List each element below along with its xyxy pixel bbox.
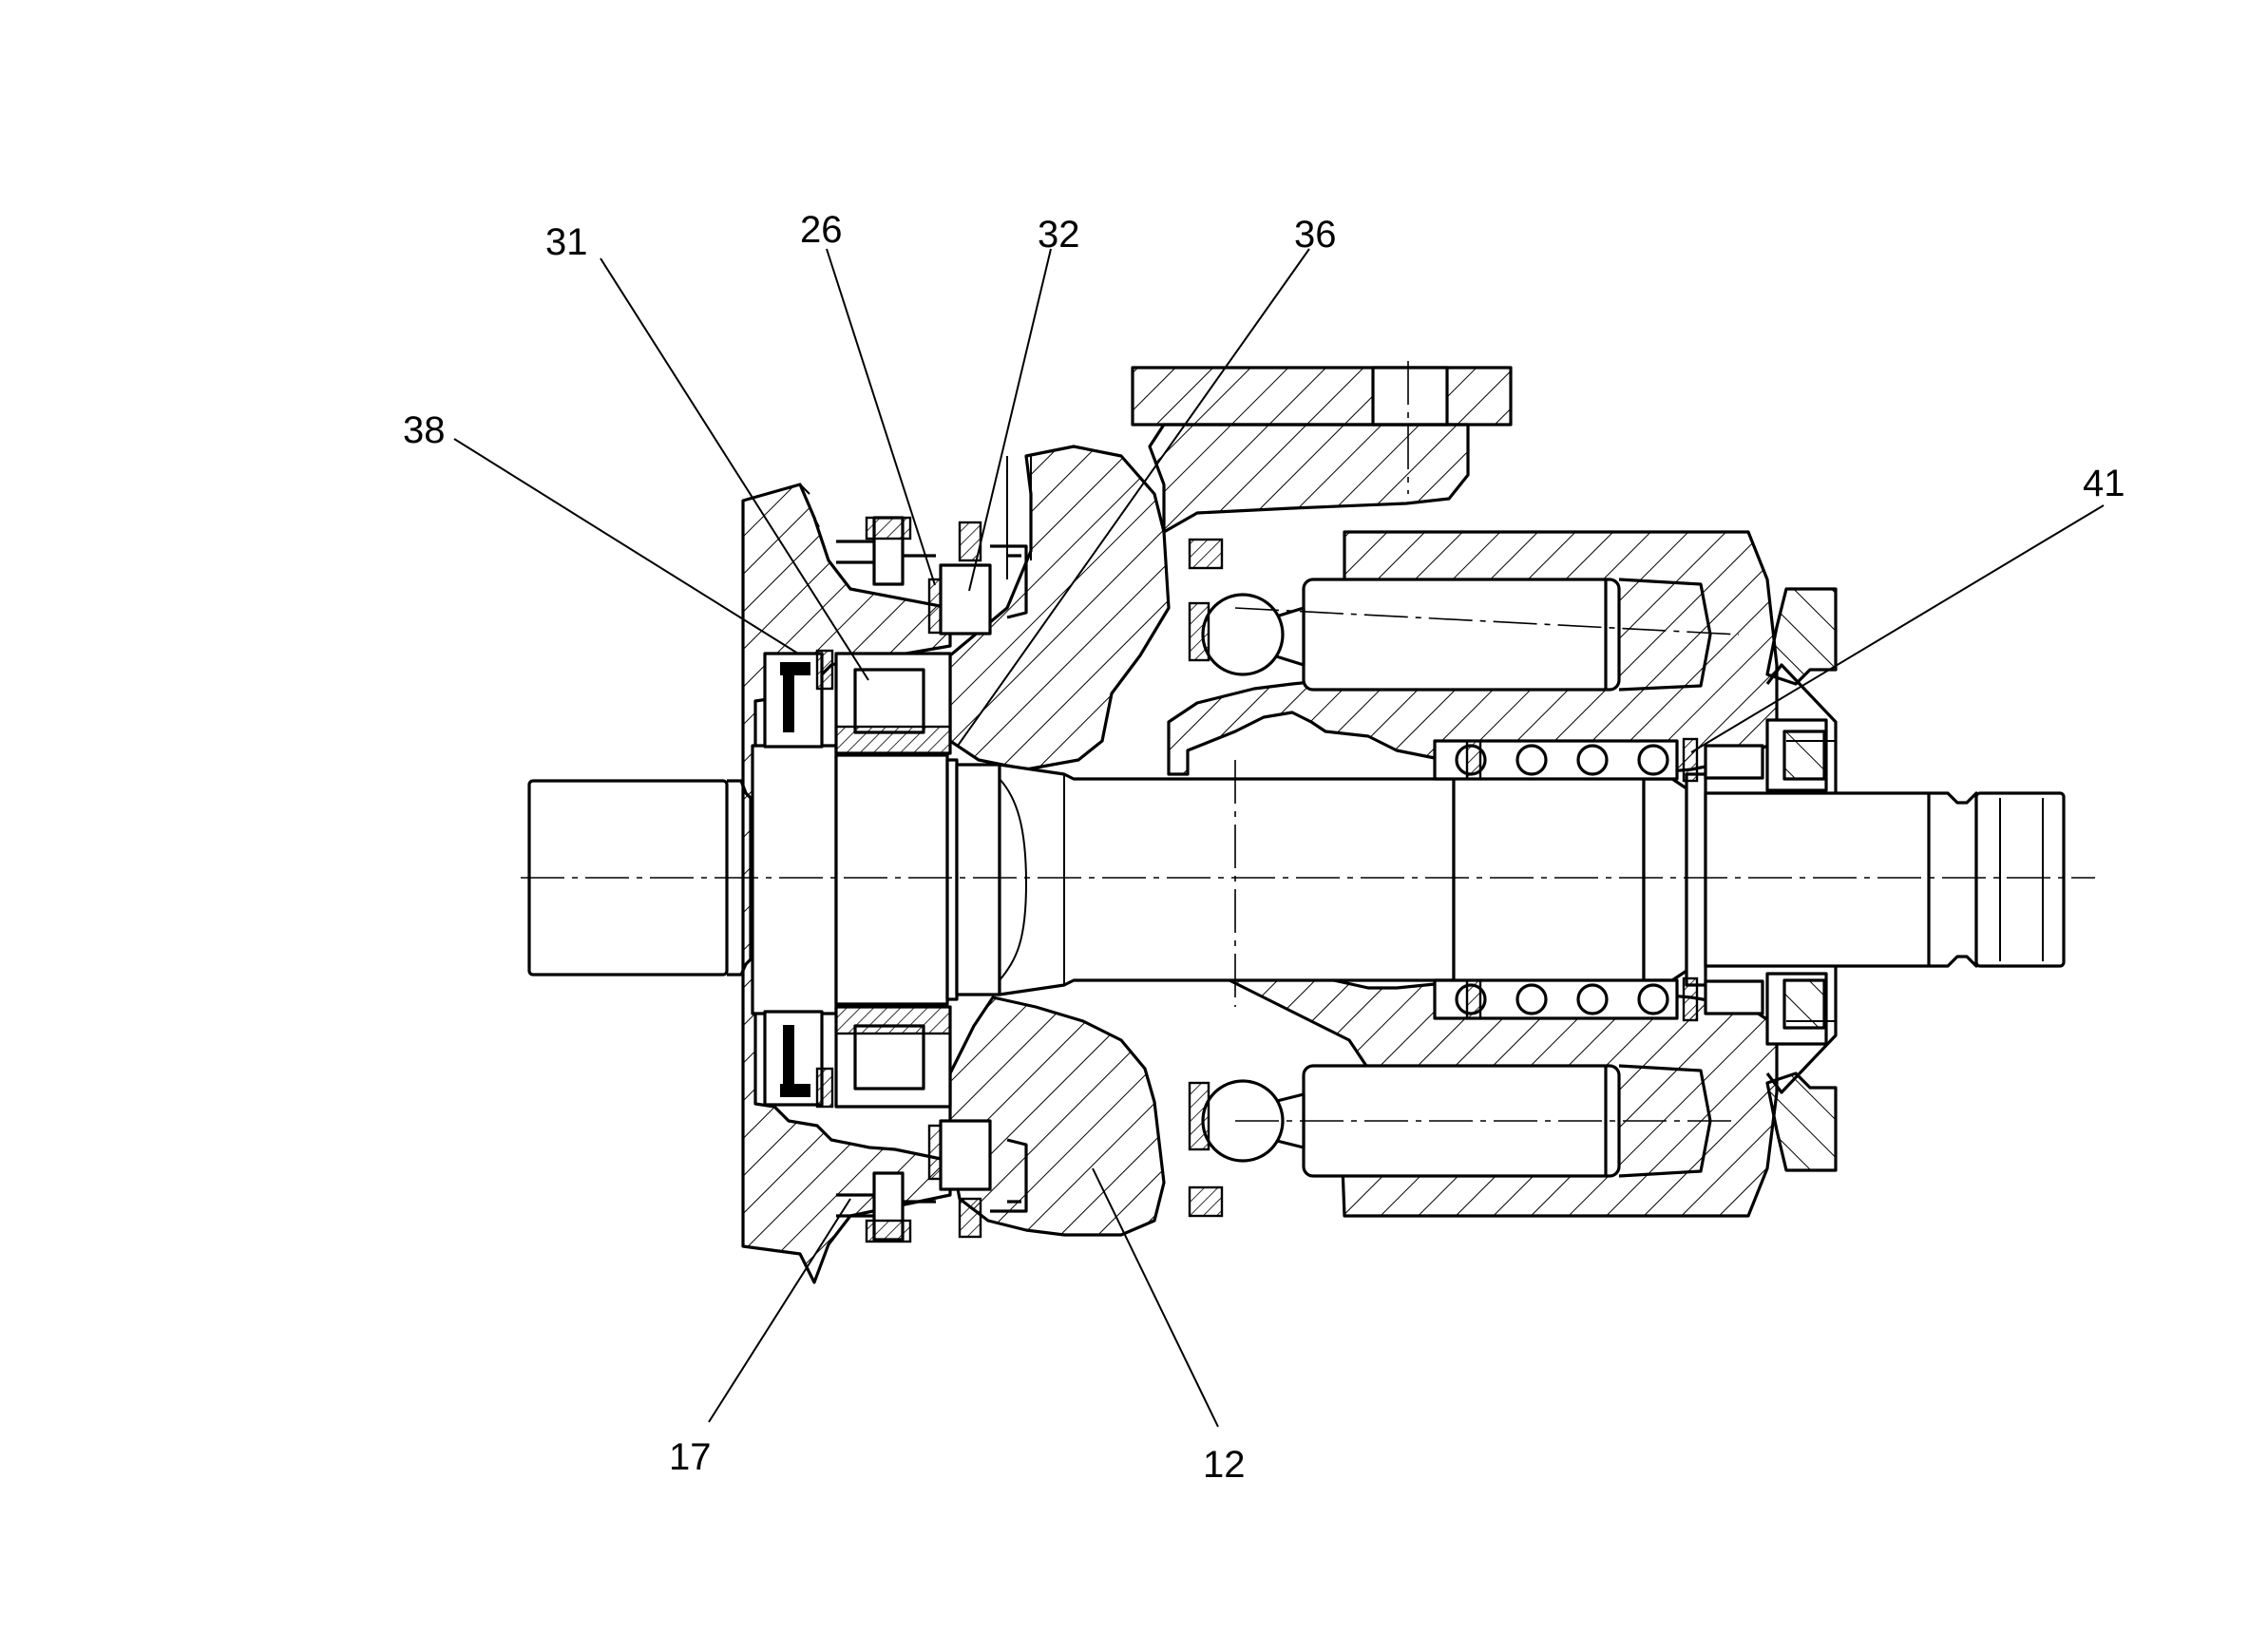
housing-upper	[948, 445, 1171, 771]
callout-12: 12	[1203, 1444, 1246, 1486]
centering-spring	[1433, 737, 1699, 1022]
callout-31: 31	[545, 221, 588, 263]
top-mounting-ear	[1131, 366, 1513, 534]
drive-shaft	[527, 744, 2066, 1015]
housing-lower	[948, 996, 1166, 1237]
callout-26: 26	[800, 209, 843, 251]
callout-36: 36	[1294, 214, 1337, 256]
leader-26	[826, 248, 936, 586]
leader-32	[968, 248, 1052, 592]
retainer-plates	[1188, 538, 1224, 1218]
leader-38	[453, 438, 799, 654]
upper-bolt-assembly	[836, 516, 1028, 635]
lower-bolt-assembly	[836, 1119, 1028, 1243]
callout-38: 38	[403, 409, 446, 451]
callout-17: 17	[669, 1436, 712, 1478]
callout-32: 32	[1038, 214, 1080, 256]
front-bearing	[834, 652, 952, 1109]
leader-31	[600, 257, 869, 681]
leader-36	[957, 248, 1310, 747]
rear-bearing	[1704, 730, 1826, 1030]
leader-12	[1092, 1167, 1219, 1428]
leader-17	[708, 1198, 851, 1423]
callout-41: 41	[2083, 463, 2125, 504]
center-lines	[521, 361, 2095, 1122]
callout-labels: 38 31 26 32 36 41 17 12	[403, 209, 2125, 1486]
leader-41	[1690, 504, 2105, 753]
shaft-seal	[763, 649, 834, 1109]
piston-upper	[1201, 578, 1712, 692]
leader-lines	[453, 248, 2105, 1428]
